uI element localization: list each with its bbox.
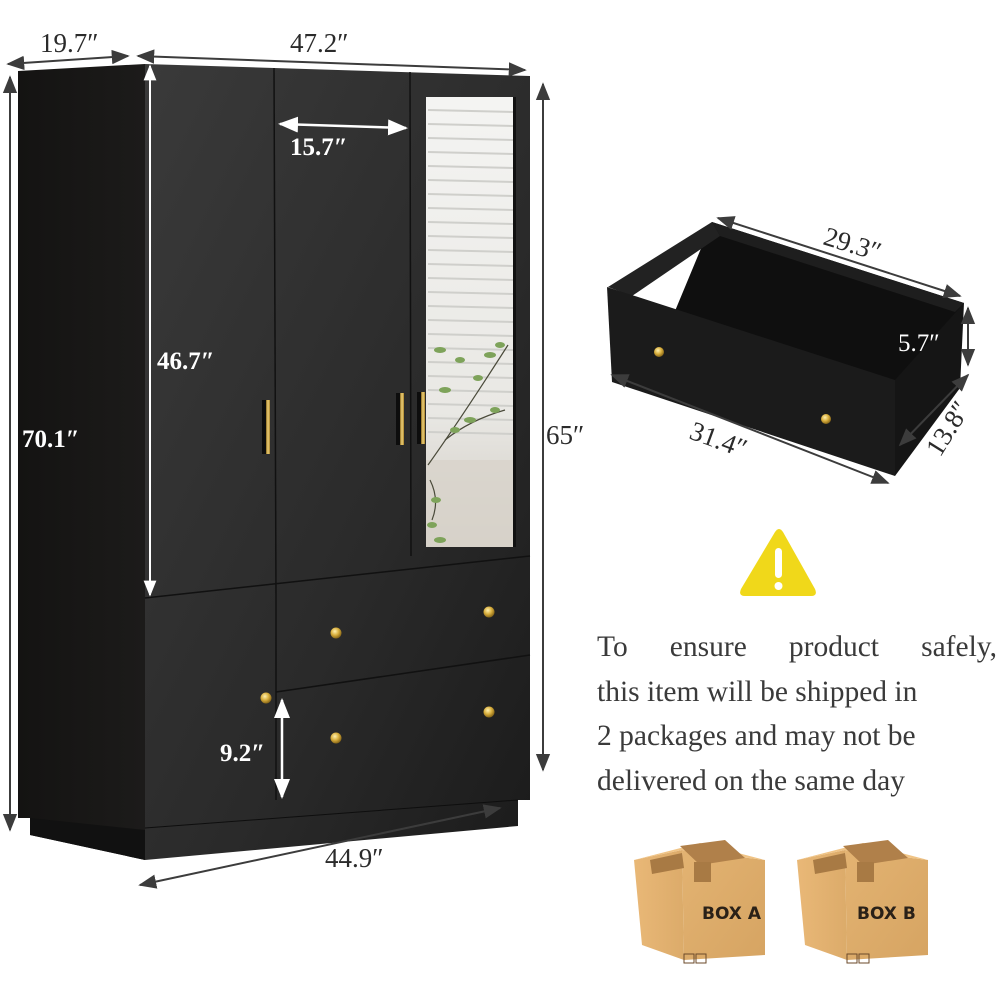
drawer-dimension-lines	[610, 216, 976, 484]
notice-line: 2 packages and may not be	[597, 720, 916, 752]
depth-label: 19.7″	[40, 28, 99, 58]
mirror-door	[426, 97, 516, 547]
bottom-height-label: 9.2″	[220, 740, 265, 767]
shipping-notice: To ensure product safely, this item will…	[597, 625, 997, 803]
top-width-label: 47.2″	[290, 28, 349, 58]
wardrobe-side-panel	[18, 64, 145, 860]
drawer-knobs	[260, 606, 495, 744]
door-width-label: 15.7″	[290, 134, 348, 161]
door-handles	[262, 392, 425, 454]
warning-triangle-icon	[740, 529, 816, 596]
base-width-label: 44.9″	[325, 843, 384, 873]
drawer-height-label: 5.7″	[898, 330, 940, 357]
box-b-label: BOX B	[857, 904, 916, 924]
door-height-label: 46.7″	[157, 348, 215, 375]
total-height-label: 70.1″	[22, 426, 80, 453]
wardrobe	[18, 64, 531, 860]
notice-line: To ensure product safely,	[597, 631, 997, 663]
wardrobe-dimension-lines	[2, 49, 551, 889]
notice-line: delivered on the same day	[597, 764, 905, 797]
notice-line: this item will be shipped in	[597, 675, 918, 708]
box-a-label: BOX A	[702, 904, 762, 924]
package-box-b: BOX B	[797, 840, 928, 964]
package-box-a: BOX A	[634, 840, 765, 964]
front-height-label: 65″	[546, 420, 584, 450]
